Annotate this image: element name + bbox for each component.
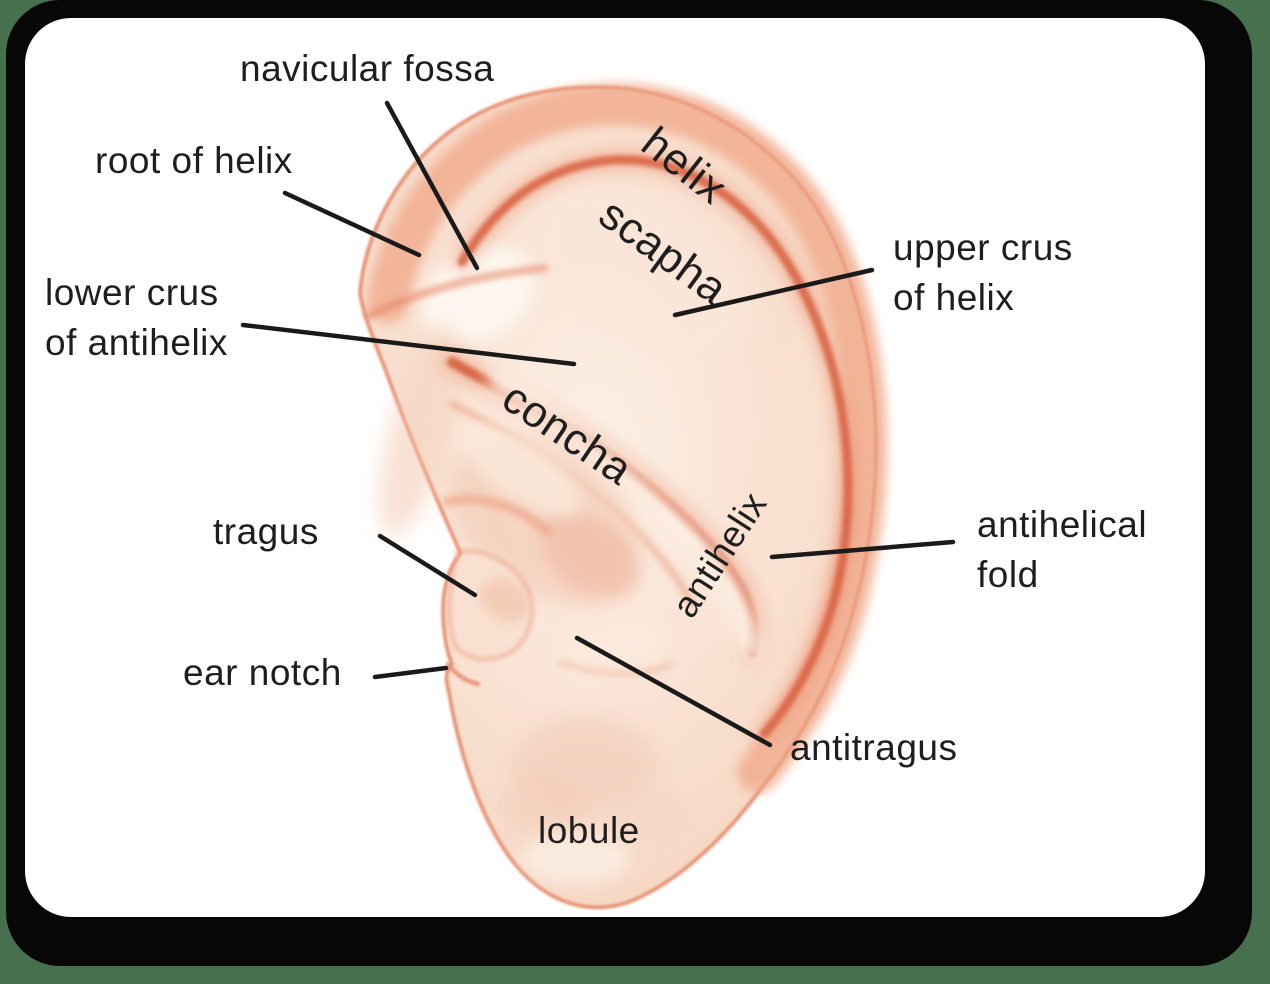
antitragus-groove	[557, 659, 675, 677]
lower-crus-ridge	[365, 265, 548, 319]
antitragus-highlight	[553, 620, 667, 680]
lower-crus-line	[240, 322, 577, 367]
lobule-shading-2	[500, 775, 590, 835]
concha-streak-highlight	[459, 424, 581, 516]
scapha-groove	[457, 155, 853, 739]
navicular-fossa-line	[384, 100, 480, 271]
concha-deep-shading	[540, 511, 640, 599]
inner-rim-highlight	[746, 321, 834, 619]
cheek-shading	[379, 323, 461, 537]
upper-crus-line	[672, 267, 875, 318]
leader-lines	[240, 100, 956, 748]
helix-rim	[367, 83, 887, 793]
scapha-highlight	[532, 182, 748, 358]
crus-of-helix-arc	[441, 495, 553, 537]
ear-notch-line	[372, 665, 449, 680]
ear-outline	[358, 85, 878, 909]
lobule-highlight	[520, 835, 630, 885]
antihelical-fold-line	[769, 539, 956, 560]
antihelix-ridge	[487, 369, 765, 661]
tragus-shading	[480, 578, 530, 622]
tragus-line	[377, 533, 478, 598]
root-of-helix-line	[282, 190, 422, 258]
lobule-shading-3	[610, 787, 690, 843]
antitragus-line	[574, 635, 773, 748]
